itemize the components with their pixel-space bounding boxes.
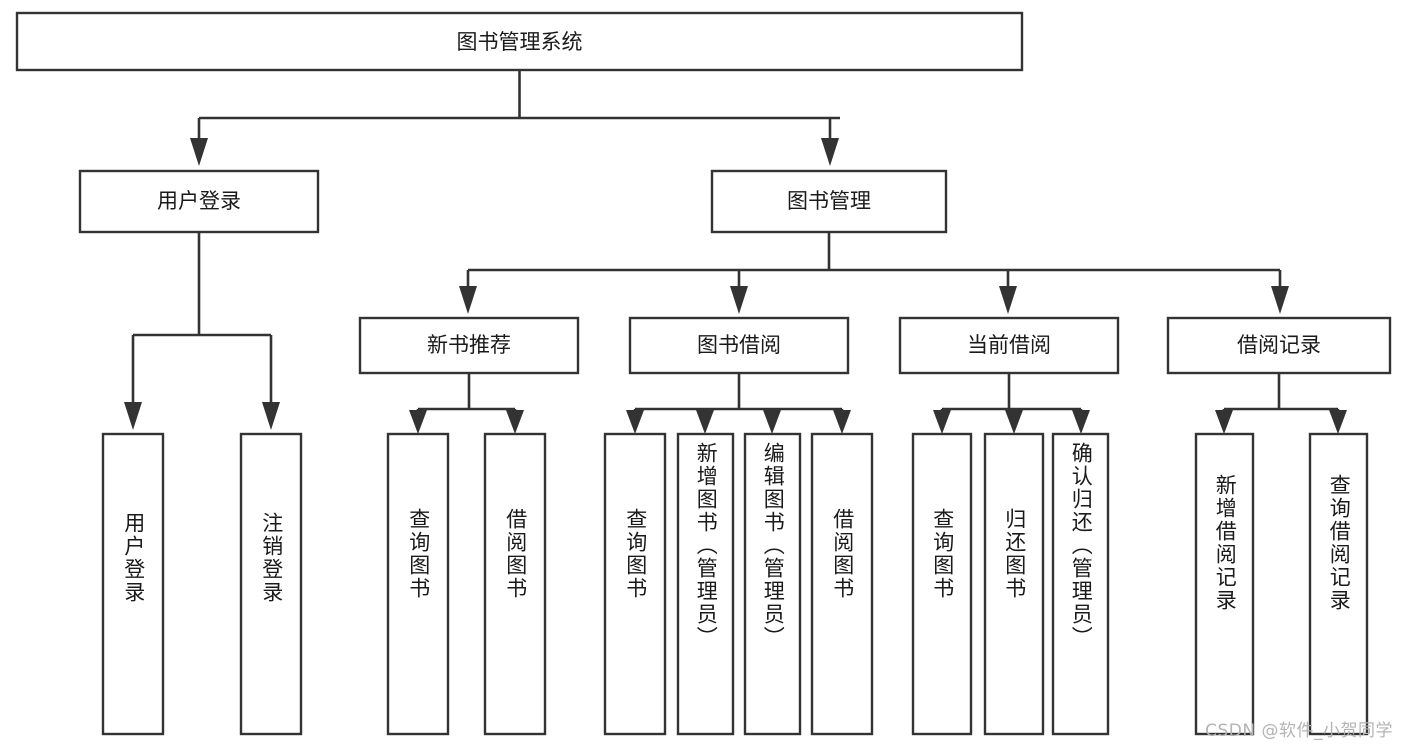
connector-new-book-recommend-children — [409, 373, 524, 434]
new-book-recommend-box[interactable] — [358, 316, 580, 375]
arrow-head-icon — [763, 410, 781, 434]
book-manage-label: 图书管理 — [787, 189, 871, 213]
node-borrow-records[interactable]: 借阅记录 — [1166, 316, 1392, 375]
root-label: 图书管理系统 — [457, 30, 583, 54]
arrow-head-icon — [1271, 286, 1289, 314]
current-borrow-label: 当前借阅 — [967, 333, 1051, 357]
connector-current-borrow-children — [933, 373, 1090, 434]
connector-book-manage-children — [459, 232, 1289, 314]
arrow-head-icon — [190, 138, 208, 166]
leaf-box-user-logout[interactable] — [239, 432, 303, 736]
leaf-box-query-record[interactable] — [1308, 432, 1369, 736]
leaf-box-query-book-1[interactable] — [386, 432, 450, 736]
connector-borrow-records-children — [1215, 373, 1347, 434]
leaf-box-edit-book[interactable] — [743, 432, 802, 736]
csdn-watermark: CSDN @软件_小贺同学 — [1205, 721, 1393, 741]
arrow-head-icon — [626, 410, 644, 434]
node-book-manage[interactable]: 图书管理 — [710, 169, 948, 234]
node-book-borrow[interactable]: 图书借阅 — [628, 316, 850, 375]
current-borrow-box[interactable] — [898, 316, 1120, 375]
leaf-box-query-book-2[interactable] — [603, 432, 667, 736]
arrow-head-icon — [933, 410, 951, 434]
leaf-box-return-book[interactable] — [983, 432, 1045, 736]
arrow-head-icon — [124, 402, 142, 430]
arrow-head-icon — [696, 410, 714, 434]
leaf-box-add-record[interactable] — [1194, 432, 1255, 736]
arrow-head-icon — [821, 138, 839, 166]
leaf-box-borrow-book-1[interactable] — [483, 432, 547, 736]
arrow-head-icon — [1329, 410, 1347, 434]
new-book-recommend-label: 新书推荐 — [427, 333, 511, 357]
connector-user-login-children — [124, 232, 280, 430]
connector-book-borrow-children — [626, 373, 851, 434]
arrow-head-icon — [409, 410, 427, 434]
node-current-borrow[interactable]: 当前借阅 — [898, 316, 1120, 375]
user-login-label: 用户登录 — [157, 189, 241, 213]
arrow-head-icon — [1005, 410, 1023, 434]
connector-root-to-level2 — [190, 70, 840, 166]
leaf-box-confirm-return[interactable] — [1051, 432, 1110, 736]
node-root-system[interactable]: 图书管理系统 — [15, 11, 1024, 72]
arrow-head-icon — [459, 286, 477, 314]
arrow-head-icon — [262, 402, 280, 430]
book-borrow-label: 图书借阅 — [697, 333, 781, 357]
arrow-head-icon — [833, 410, 851, 434]
leaf-box-user-login[interactable] — [101, 432, 165, 736]
arrow-head-icon — [730, 286, 748, 314]
node-user-login[interactable]: 用户登录 — [78, 169, 320, 234]
arrow-head-icon — [506, 410, 524, 434]
leaf-box-query-book-3[interactable] — [911, 432, 973, 736]
leaf-box-add-book[interactable] — [676, 432, 735, 736]
arrow-head-icon — [1072, 410, 1090, 434]
arrow-head-icon — [999, 286, 1017, 314]
root-box[interactable] — [15, 11, 1024, 72]
user-login-box[interactable] — [78, 169, 320, 234]
arrow-head-icon — [1215, 410, 1233, 434]
borrow-records-label: 借阅记录 — [1237, 333, 1321, 357]
node-new-book-recommend[interactable]: 新书推荐 — [358, 316, 580, 375]
leaf-box-borrow-book-2[interactable] — [810, 432, 874, 736]
